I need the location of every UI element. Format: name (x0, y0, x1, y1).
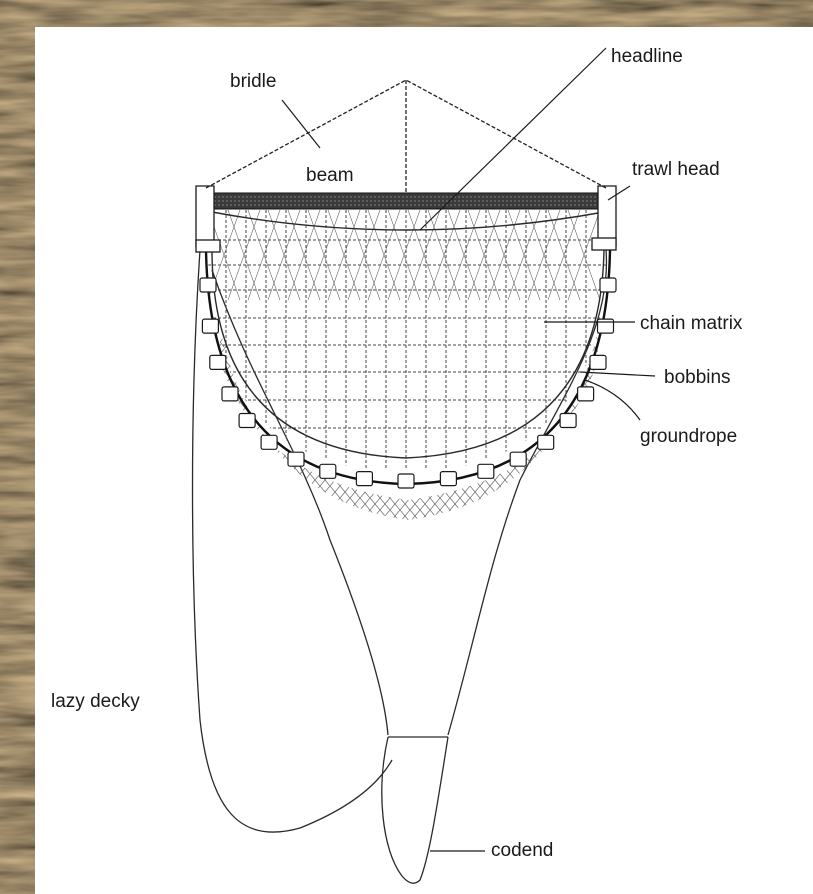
bobbin (560, 414, 576, 428)
net-body (212, 250, 606, 735)
upper-netting (208, 210, 600, 300)
bobbin (222, 387, 238, 401)
bridle-leader (282, 100, 320, 148)
bobbin (538, 435, 554, 449)
bobbin (261, 435, 277, 449)
label-bobbins: bobbins (664, 367, 731, 388)
bobbin (398, 474, 414, 488)
bobbin (210, 355, 226, 369)
label-bridle: bridle (230, 71, 276, 92)
beam (204, 193, 608, 209)
label-headline: headline (611, 46, 683, 67)
label-trawl-head: trawl head (632, 159, 720, 180)
bobbin (200, 278, 216, 292)
labels: bridle headline beam trawl head chain ma… (51, 46, 743, 861)
bobbins-chain (200, 278, 616, 488)
bobbin (578, 387, 594, 401)
bridle-chains (206, 80, 606, 193)
bobbin (440, 472, 456, 486)
label-groundrope: groundrope (640, 426, 737, 447)
bobbin (356, 472, 372, 486)
codend-shape (382, 737, 448, 883)
bobbin (510, 452, 526, 466)
lower-mesh (220, 330, 598, 520)
label-lazy-decky: lazy decky (51, 691, 140, 712)
bobbin (239, 414, 255, 428)
bobbin (598, 319, 614, 333)
label-codend: codend (491, 840, 553, 861)
lazy-decky-line (193, 250, 393, 832)
bobbin (288, 452, 304, 466)
bobbin (590, 355, 606, 369)
bobbin (478, 464, 494, 478)
bobbin (202, 319, 218, 333)
bobbin (320, 464, 336, 478)
bobbin (600, 278, 616, 292)
chain-matrix-edge (212, 250, 604, 458)
label-beam: beam (306, 165, 354, 186)
headline-rope (212, 212, 604, 230)
label-chain-matrix: chain matrix (640, 313, 743, 334)
